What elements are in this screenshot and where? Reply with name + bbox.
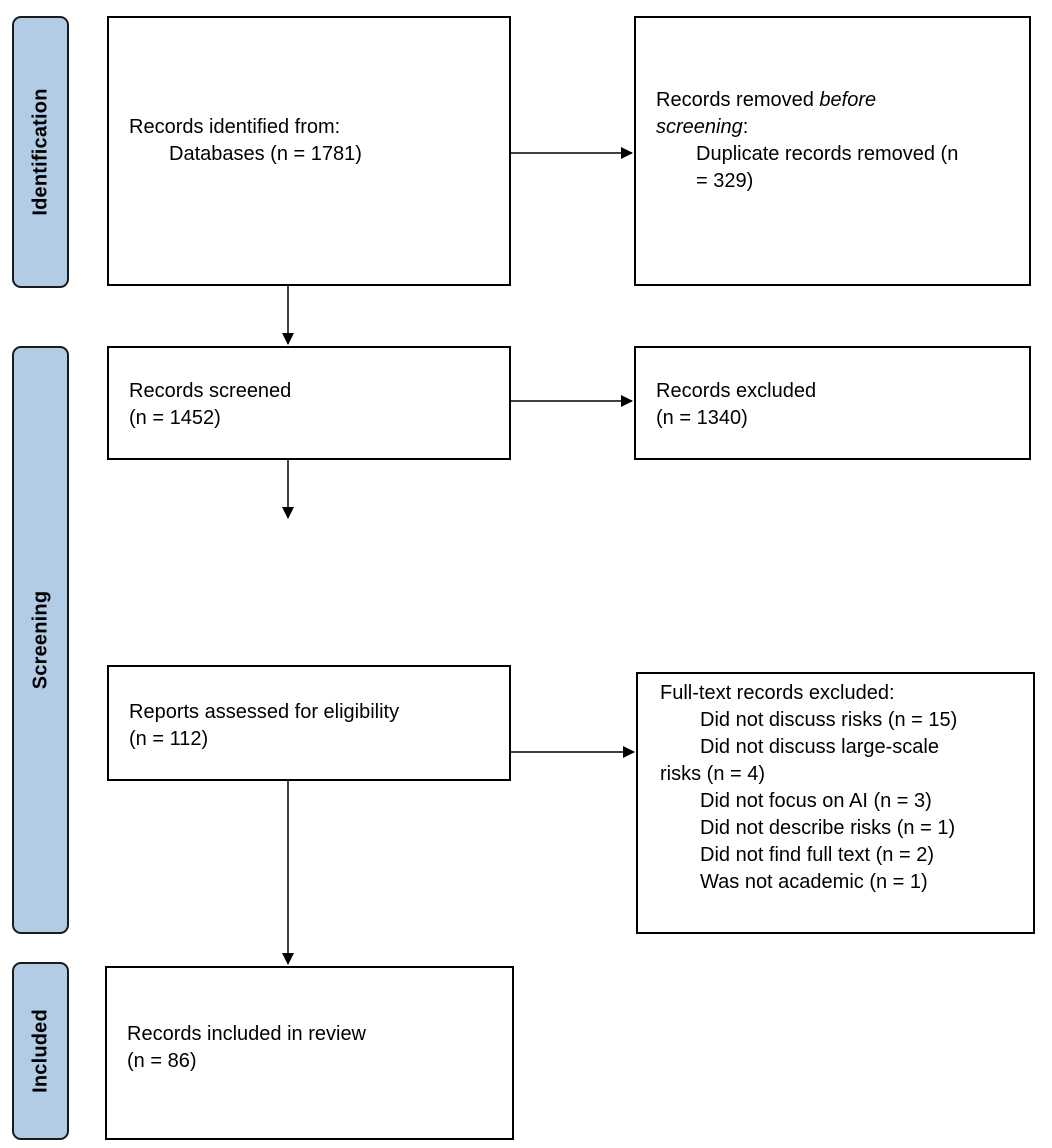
records-excluded-count: (n = 1340) bbox=[656, 407, 748, 429]
phase-screening: Screening bbox=[12, 346, 69, 934]
records-included-title: Records included in review bbox=[127, 1023, 367, 1045]
exclusion-reason: risks (n = 4) bbox=[660, 763, 766, 785]
reports-assessed-box: Reports assessed for eligibility (n = 11… bbox=[107, 665, 511, 781]
fulltext-excluded-box: Full-text records excluded: Did not disc… bbox=[636, 672, 1035, 934]
phase-identification: Identification bbox=[12, 16, 69, 288]
records-included-box: Records included in review (n = 86) bbox=[105, 966, 514, 1140]
reports-assessed-title: Reports assessed for eligibility bbox=[129, 701, 400, 723]
records-removed-title: Records removed before bbox=[656, 89, 877, 111]
records-included-count: (n = 86) bbox=[127, 1050, 197, 1072]
exclusion-reason: Was not academic (n = 1) bbox=[700, 871, 928, 893]
records-identified-databases: Databases (n = 1781) bbox=[169, 143, 362, 165]
exclusion-reason: Did not discuss risks (n = 15) bbox=[700, 709, 958, 731]
exclusion-reason: Did not discuss large-scale bbox=[700, 736, 939, 758]
duplicates-removed-count: = 329) bbox=[696, 170, 754, 192]
reports-assessed-count: (n = 112) bbox=[129, 728, 209, 750]
fulltext-excluded-title: Full-text records excluded: bbox=[660, 682, 895, 704]
records-identified-title: Records identified from: bbox=[129, 116, 341, 138]
exclusion-reason: Did not focus on AI (n = 3) bbox=[700, 790, 932, 812]
records-screened-title: Records screened bbox=[129, 380, 292, 402]
records-removed-title-cont: screening: bbox=[656, 116, 749, 138]
records-excluded-title: Records excluded bbox=[656, 380, 817, 402]
records-removed-box: Records removed before screening: Duplic… bbox=[634, 16, 1031, 286]
records-screened-box: Records screened (n = 1452) bbox=[107, 346, 511, 460]
records-excluded-box: Records excluded (n = 1340) bbox=[634, 346, 1031, 460]
duplicates-removed: Duplicate records removed (n bbox=[696, 143, 959, 165]
exclusion-reason: Did not find full text (n = 2) bbox=[700, 844, 935, 866]
phase-included: Included bbox=[12, 962, 69, 1140]
exclusion-reason: Did not describe risks (n = 1) bbox=[700, 817, 956, 839]
records-screened-count: (n = 1452) bbox=[129, 407, 221, 429]
records-identified-box: Records identified from: Databases (n = … bbox=[107, 16, 511, 286]
